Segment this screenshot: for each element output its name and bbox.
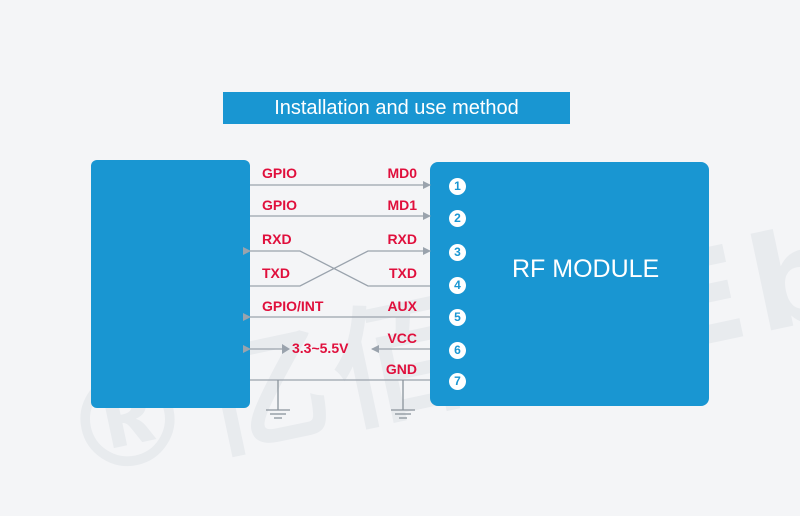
pin-number-4: 4	[449, 277, 466, 294]
host-signal-txd: TXD	[262, 265, 290, 281]
module-signal-txd: TXD	[389, 265, 417, 281]
wire-layer	[243, 181, 431, 419]
diagram-title: Installation and use method	[223, 92, 570, 124]
pin-number-7: 7	[449, 373, 466, 390]
host-signal-gpio-int: GPIO/INT	[262, 298, 324, 314]
ground-symbol-host	[266, 380, 290, 419]
wire-host-txd-to-module-rxd	[250, 247, 431, 287]
vcc-arrowhead-left	[282, 344, 290, 354]
pin-number-2: 2	[449, 210, 466, 227]
module-signal-md0: MD0	[387, 165, 417, 181]
pin-number-3: 3	[449, 244, 466, 261]
pin-number-1: 1	[449, 178, 466, 195]
pin-number-5: 5	[449, 309, 466, 326]
module-signal-gnd: GND	[385, 361, 417, 377]
module-signal-aux: AUX	[387, 298, 417, 314]
ground-symbol-module	[391, 380, 415, 419]
host-signal-gpio-1: GPIO	[262, 165, 298, 181]
module-signal-rxd: RXD	[387, 231, 417, 247]
host-signal-rxd: RXD	[262, 231, 292, 247]
supply-voltage-label: 3.3~5.5V	[292, 340, 349, 356]
rf-module-block	[430, 162, 709, 406]
module-signal-md1: MD1	[387, 197, 417, 213]
host-mcu-block	[91, 160, 250, 408]
rf-module-label: RF MODULE	[512, 255, 660, 283]
wiring-diagram: ®亿佰特 Ebyte Technology Installation and u…	[49, 0, 800, 509]
host-signal-gpio-2: GPIO	[262, 197, 298, 213]
pin-number-6: 6	[449, 342, 466, 359]
module-signal-vcc: VCC	[387, 330, 417, 346]
